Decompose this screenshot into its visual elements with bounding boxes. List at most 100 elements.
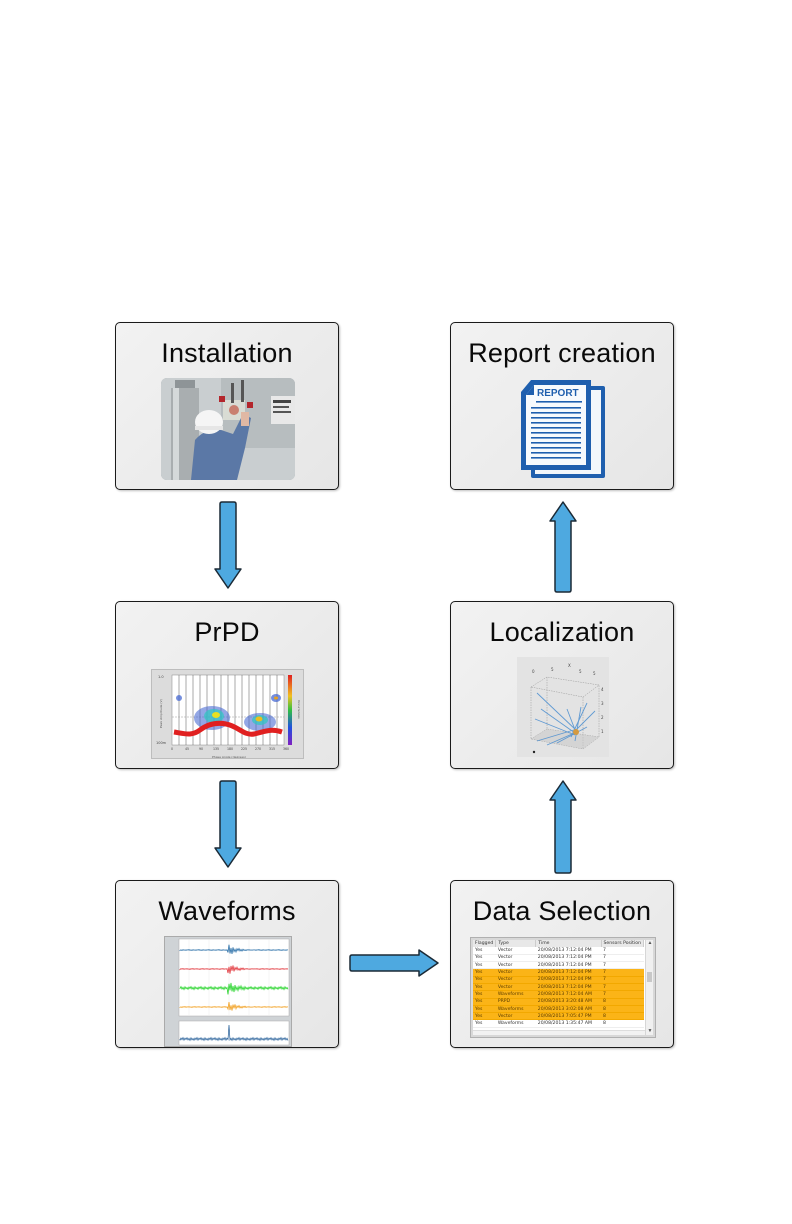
cell-flagged: Yes [473, 998, 496, 1006]
column-header-type[interactable]: Type [495, 940, 537, 947]
arrow-right-icon [349, 949, 439, 977]
prpd-x-tick-label: 45 [185, 747, 189, 751]
cell-type: Vector [495, 983, 536, 992]
cell-time: 20/08/2013 7:12:04 PM [535, 983, 601, 992]
table-header-row: Flagged Type Time Sensors Position [473, 940, 644, 947]
svg-text:X: X [568, 663, 571, 668]
cell-sensors-position: 8 [601, 998, 644, 1006]
horizontal-scrollbar[interactable] [473, 1030, 645, 1035]
step-waveforms: Waveforms [115, 880, 339, 1048]
arrow-up-icon [549, 780, 577, 874]
step-title: Waveforms [158, 896, 296, 926]
scroll-up-icon[interactable]: ▲ [647, 940, 653, 946]
waveform-plot [164, 936, 292, 1047]
svg-text:3: 3 [601, 701, 604, 706]
svg-text:2: 2 [601, 715, 604, 720]
prpd-x-tick-label: 225 [241, 747, 247, 751]
prpd-y-top-label: 1.0 [158, 675, 164, 679]
step-title: Data Selection [472, 896, 652, 926]
arrow-waveforms-to-data-selection [349, 949, 439, 977]
cell-flagged: Yes [473, 1012, 496, 1021]
installation-photo [161, 378, 295, 480]
cell-sensors-position: 8 [601, 1005, 644, 1014]
arrow-prpd-to-waveforms [214, 780, 242, 868]
cell-flagged: Yes [473, 1019, 496, 1028]
step-title: Report creation [468, 338, 656, 368]
cell-flagged: Yes [473, 961, 496, 970]
arrow-down-icon [214, 501, 242, 589]
prpd-y-axis-label: Peak Amplitude (V) [159, 699, 163, 728]
cell-flagged: Yes [473, 983, 496, 992]
cell-sensors-position: 7 [601, 968, 644, 977]
arrow-up-icon [549, 501, 577, 593]
cell-type: Vector [495, 954, 536, 963]
arrow-localization-to-report [549, 501, 577, 593]
scrollbar-thumb[interactable] [647, 972, 652, 982]
cell-time: 20/08/2013 7:12:04 PM [535, 947, 601, 955]
cell-type: Vector [495, 947, 536, 955]
cell-sensors-position: 7 [601, 947, 644, 955]
svg-text:5: 5 [593, 671, 596, 676]
cell-flagged: Yes [473, 990, 496, 999]
report-label: REPORT [537, 388, 579, 399]
step-title: PrPD [194, 617, 260, 647]
cell-flagged: Yes [473, 968, 496, 977]
column-header-sensors-position[interactable]: Sensors Position [601, 940, 644, 947]
waveform-trace [179, 982, 289, 995]
prpd-x-tick-label: 315 [269, 747, 275, 751]
cell-time: 20/08/2013 7:12:04 PM [535, 954, 601, 963]
svg-text:5: 5 [579, 669, 582, 674]
step-report-creation: Report creation REPORT [450, 322, 674, 490]
cell-sensors-position: 7 [601, 983, 644, 992]
step-data-selection: Data Selection Flagged Type Time Sensors… [450, 880, 674, 1048]
cell-sensors-position: 7 [601, 954, 644, 963]
step-prpd: PrPD [115, 601, 339, 769]
cell-time: 20/08/2013 7:12:04 PM [535, 961, 601, 970]
cell-type: Vector [495, 968, 536, 977]
prpd-x-tick-label: 180 [227, 747, 233, 751]
cell-type: Vector [495, 976, 536, 985]
cell-time: 20/08/2013 7:12:04 AM [535, 990, 601, 999]
waveform-trace [179, 944, 289, 954]
scroll-down-icon[interactable]: ▼ [647, 1028, 653, 1034]
prpd-x-axis-label: Phase Angle (degrees) [212, 755, 246, 759]
arrow-data-selection-to-localization [549, 780, 577, 874]
prpd-x-tick-label: 360 [283, 747, 289, 751]
cell-flagged: Yes [473, 1005, 496, 1014]
cell-flagged: Yes [473, 947, 496, 955]
cell-type: Waveforms [495, 1005, 536, 1014]
waveform-bottom-trace [179, 1024, 289, 1042]
cell-sensors-position: 8 [601, 1012, 644, 1021]
prpd-x-tick-label: 270 [255, 747, 261, 751]
cell-type: Waveforms [495, 1019, 536, 1028]
column-header-time[interactable]: Time [535, 940, 602, 947]
cell-sensors-position: 7 [601, 990, 644, 999]
column-header-flagged[interactable]: Flagged [473, 940, 497, 947]
cell-type: Vector [495, 961, 536, 970]
cell-flagged: Yes [473, 976, 496, 985]
cell-type: Waveforms [495, 990, 536, 999]
vertical-scrollbar[interactable]: ▲ ▼ [645, 940, 653, 1035]
step-title: Localization [489, 617, 635, 647]
prpd-x-tick-label: 135 [213, 747, 219, 751]
cell-type: PRPD [495, 998, 536, 1006]
cell-sensors-position: 8 [601, 1019, 644, 1028]
prpd-x-tick-label: 90 [199, 747, 203, 751]
waveform-trace [179, 965, 289, 974]
cell-time: 20/08/2013 3:20:48 AM [535, 998, 601, 1006]
